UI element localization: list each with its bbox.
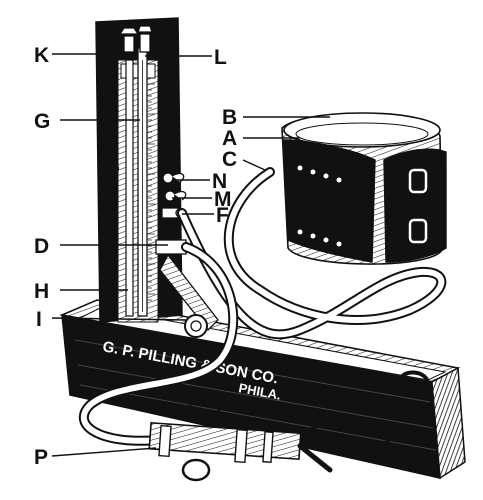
arm-cuff xyxy=(281,112,447,265)
label-g: G xyxy=(34,110,50,133)
label-n: N xyxy=(212,170,227,193)
thumbscrew-i xyxy=(184,314,208,338)
top-valve-l xyxy=(137,25,153,53)
label-m: M xyxy=(214,188,232,211)
label-b: B xyxy=(222,106,237,129)
reservoir-tube xyxy=(125,59,134,317)
top-valve-k xyxy=(118,27,140,53)
wooden-case xyxy=(59,299,466,480)
pump-tube xyxy=(79,242,239,446)
scale-ticks xyxy=(148,83,155,301)
case-handle-side xyxy=(383,419,416,458)
loose-ring-upper xyxy=(187,396,221,424)
hand-pump-p xyxy=(148,417,333,473)
label-f: F xyxy=(216,204,229,227)
case-handle-top xyxy=(398,370,430,385)
loose-ring-lower xyxy=(181,458,211,482)
label-d: D xyxy=(34,235,49,258)
label-i: I xyxy=(36,308,42,331)
label-c: C xyxy=(222,148,237,171)
label-p: P xyxy=(34,446,48,469)
cuff-tube-c xyxy=(177,167,447,340)
mercury-tube xyxy=(137,47,148,317)
label-k: K xyxy=(34,44,49,67)
bottom-fitting-d xyxy=(155,239,219,331)
label-h: H xyxy=(34,280,49,303)
label-a: A xyxy=(222,127,237,150)
label-l: L xyxy=(214,46,227,69)
leader-lines xyxy=(51,53,330,457)
